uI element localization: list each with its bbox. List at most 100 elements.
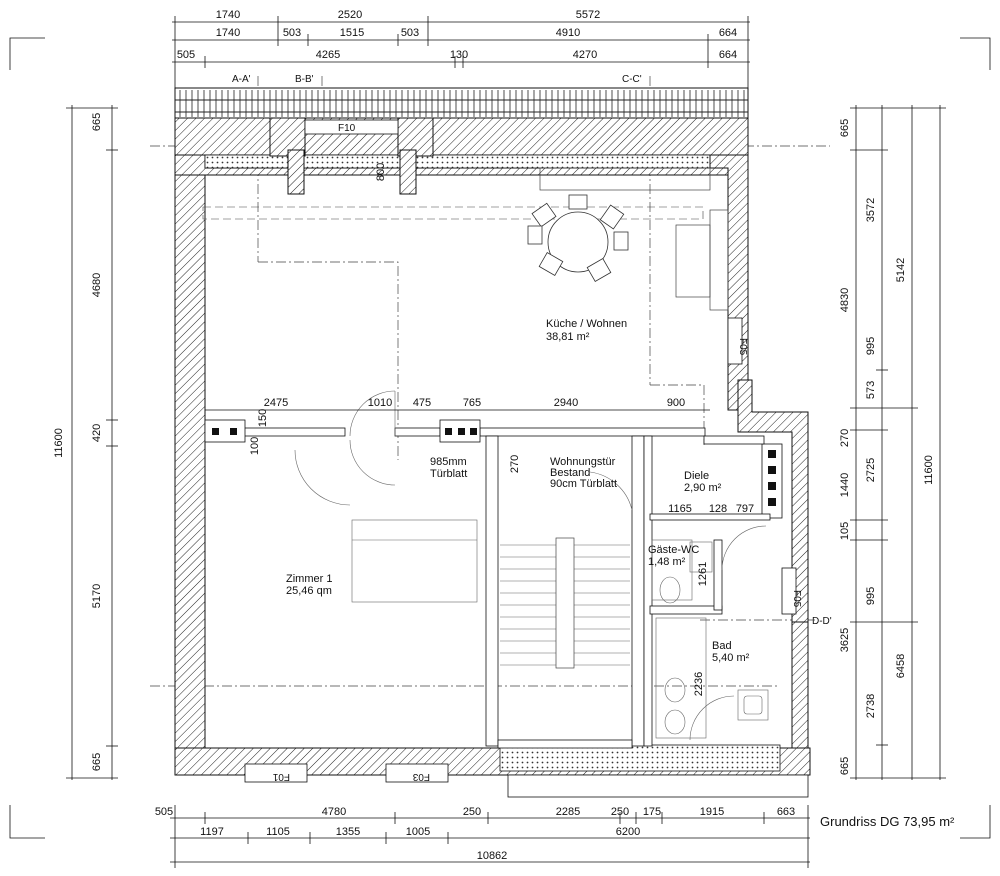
dim-right2-573: 573	[865, 381, 877, 399]
room-wc-name: Gäste-WC	[648, 544, 699, 556]
chimney-right	[761, 443, 783, 519]
dim-right-270: 270	[839, 429, 851, 447]
door-note-wt-line1: Wohnungstür	[550, 456, 616, 468]
room-diele-name: Diele	[684, 470, 709, 482]
dim-int-270: 270	[509, 455, 521, 473]
room-diele-area: 2,90 m²	[684, 482, 722, 494]
section-a: A-A'	[232, 74, 251, 85]
room-bad-area: 5,40 m²	[712, 652, 750, 664]
dim-left-11600: 11600	[53, 428, 65, 458]
stair-wall-bottom	[497, 739, 633, 749]
stair-wall-left	[485, 435, 499, 747]
dim-int-800: 800	[375, 163, 387, 181]
dim-right2-995b: 995	[865, 587, 877, 605]
dim-bottom-1915: 1915	[700, 806, 724, 818]
dim-int-765: 765	[463, 397, 481, 409]
dim-top2-1515: 1515	[340, 27, 364, 39]
dim-bottom2-1355: 1355	[336, 826, 360, 838]
dim-int-2475: 2475	[264, 397, 288, 409]
dim-left-5170: 5170	[91, 584, 103, 608]
staircase	[500, 544, 630, 666]
roof-tiles	[175, 99, 748, 113]
section-b: B-B'	[295, 74, 314, 85]
wall-top-insulation	[204, 154, 711, 169]
dim-top2-664: 664	[719, 27, 737, 39]
dim-right-665a: 665	[839, 119, 851, 137]
dim-int-475: 475	[413, 397, 431, 409]
dim-right2-2738: 2738	[865, 694, 877, 718]
dim-int-797: 797	[736, 503, 754, 515]
dim-int-2940: 2940	[554, 397, 578, 409]
kitchen-sideboard	[675, 224, 711, 298]
window-f01-label: F01	[272, 771, 290, 782]
furniture-zimmer	[351, 519, 478, 603]
kitchen-tall-unit	[709, 209, 729, 311]
dim-left-665b: 665	[91, 753, 103, 771]
dim-left-420: 420	[91, 424, 103, 442]
dim-top3-130: 130	[450, 49, 468, 61]
wall-bottom-insulation	[499, 744, 781, 772]
room-zimmer-area: 25,46 qm	[286, 585, 332, 597]
window-f05-lower	[781, 567, 797, 615]
room-kueche-name: Küche / Wohnen	[546, 318, 627, 330]
wall-wc-right	[713, 539, 723, 611]
dim-bottom-total: 10862	[477, 850, 508, 862]
corner-marks	[9, 37, 991, 839]
plan-caption: Grundriss DG 73,95 m²	[820, 814, 955, 829]
wall-diele-left	[643, 435, 653, 747]
roof-tile-ticks	[179, 90, 745, 117]
window-f03-label: F03	[412, 771, 430, 782]
dim-right-105: 105	[839, 522, 851, 540]
dim-right2-995a: 995	[865, 337, 877, 355]
room-bad-name: Bad	[712, 640, 732, 652]
dim-right3-6458: 6458	[895, 654, 907, 678]
dim-top2-1740: 1740	[216, 27, 240, 39]
dim-bottom-175: 175	[643, 806, 661, 818]
window-f05-upper	[727, 317, 743, 365]
dim-top-1740: 1740	[216, 9, 240, 21]
dim-bottom2-1005: 1005	[406, 826, 430, 838]
dim-int-1010: 1010	[368, 397, 392, 409]
wall-interior-h2	[394, 427, 441, 437]
wall-wc-bottom	[649, 605, 723, 615]
balcony-ledge	[507, 774, 809, 798]
dim-top3-4270: 4270	[573, 49, 597, 61]
dim-right-4830: 4830	[839, 288, 851, 312]
dim-int-2236: 2236	[693, 672, 705, 696]
doors	[294, 390, 767, 741]
dim-right3-5142: 5142	[895, 258, 907, 282]
wall-right-upper	[709, 154, 749, 411]
dormer-right-post	[399, 149, 417, 195]
dim-bottom2-6200: 6200	[616, 826, 640, 838]
dining-table	[527, 194, 629, 282]
dim-top3-4265: 4265	[316, 49, 340, 61]
dim-bottom-505: 505	[155, 806, 173, 818]
section-d: D-D'	[812, 616, 832, 627]
dim-top-5572: 5572	[576, 9, 600, 21]
roof-beam	[202, 206, 704, 220]
stair-handrail	[555, 537, 575, 669]
dim-int-100: 100	[249, 437, 261, 455]
dim-int-900: 900	[667, 397, 685, 409]
window-f05-lower-label: F05	[791, 590, 802, 608]
dim-bottom-250b: 250	[611, 806, 629, 818]
top-dimension-lines	[172, 16, 750, 92]
stair-wall-right	[631, 435, 645, 747]
dim-right-3625: 3625	[839, 628, 851, 652]
right-dimension-lines	[850, 105, 946, 780]
dim-int-1165: 1165	[668, 503, 692, 515]
door-note-985-line1: 985mm	[430, 456, 467, 468]
door-note-wt-line3: 90cm Türblatt	[550, 478, 617, 490]
dim-right-665b: 665	[839, 757, 851, 775]
dim-left-4680: 4680	[91, 273, 103, 297]
door-note-wt-line2: Bestand	[550, 467, 590, 479]
roof-eave	[174, 87, 749, 119]
left-dimension-lines	[66, 105, 118, 780]
dim-top3-505: 505	[177, 49, 195, 61]
dim-right-11600: 11600	[923, 455, 935, 485]
bottom-dimension-lines	[170, 805, 810, 868]
dim-bottom-2285: 2285	[556, 806, 580, 818]
dim-bottom-4780: 4780	[322, 806, 346, 818]
dormer-left-post	[287, 149, 305, 195]
dim-top-2520: 2520	[338, 9, 362, 21]
